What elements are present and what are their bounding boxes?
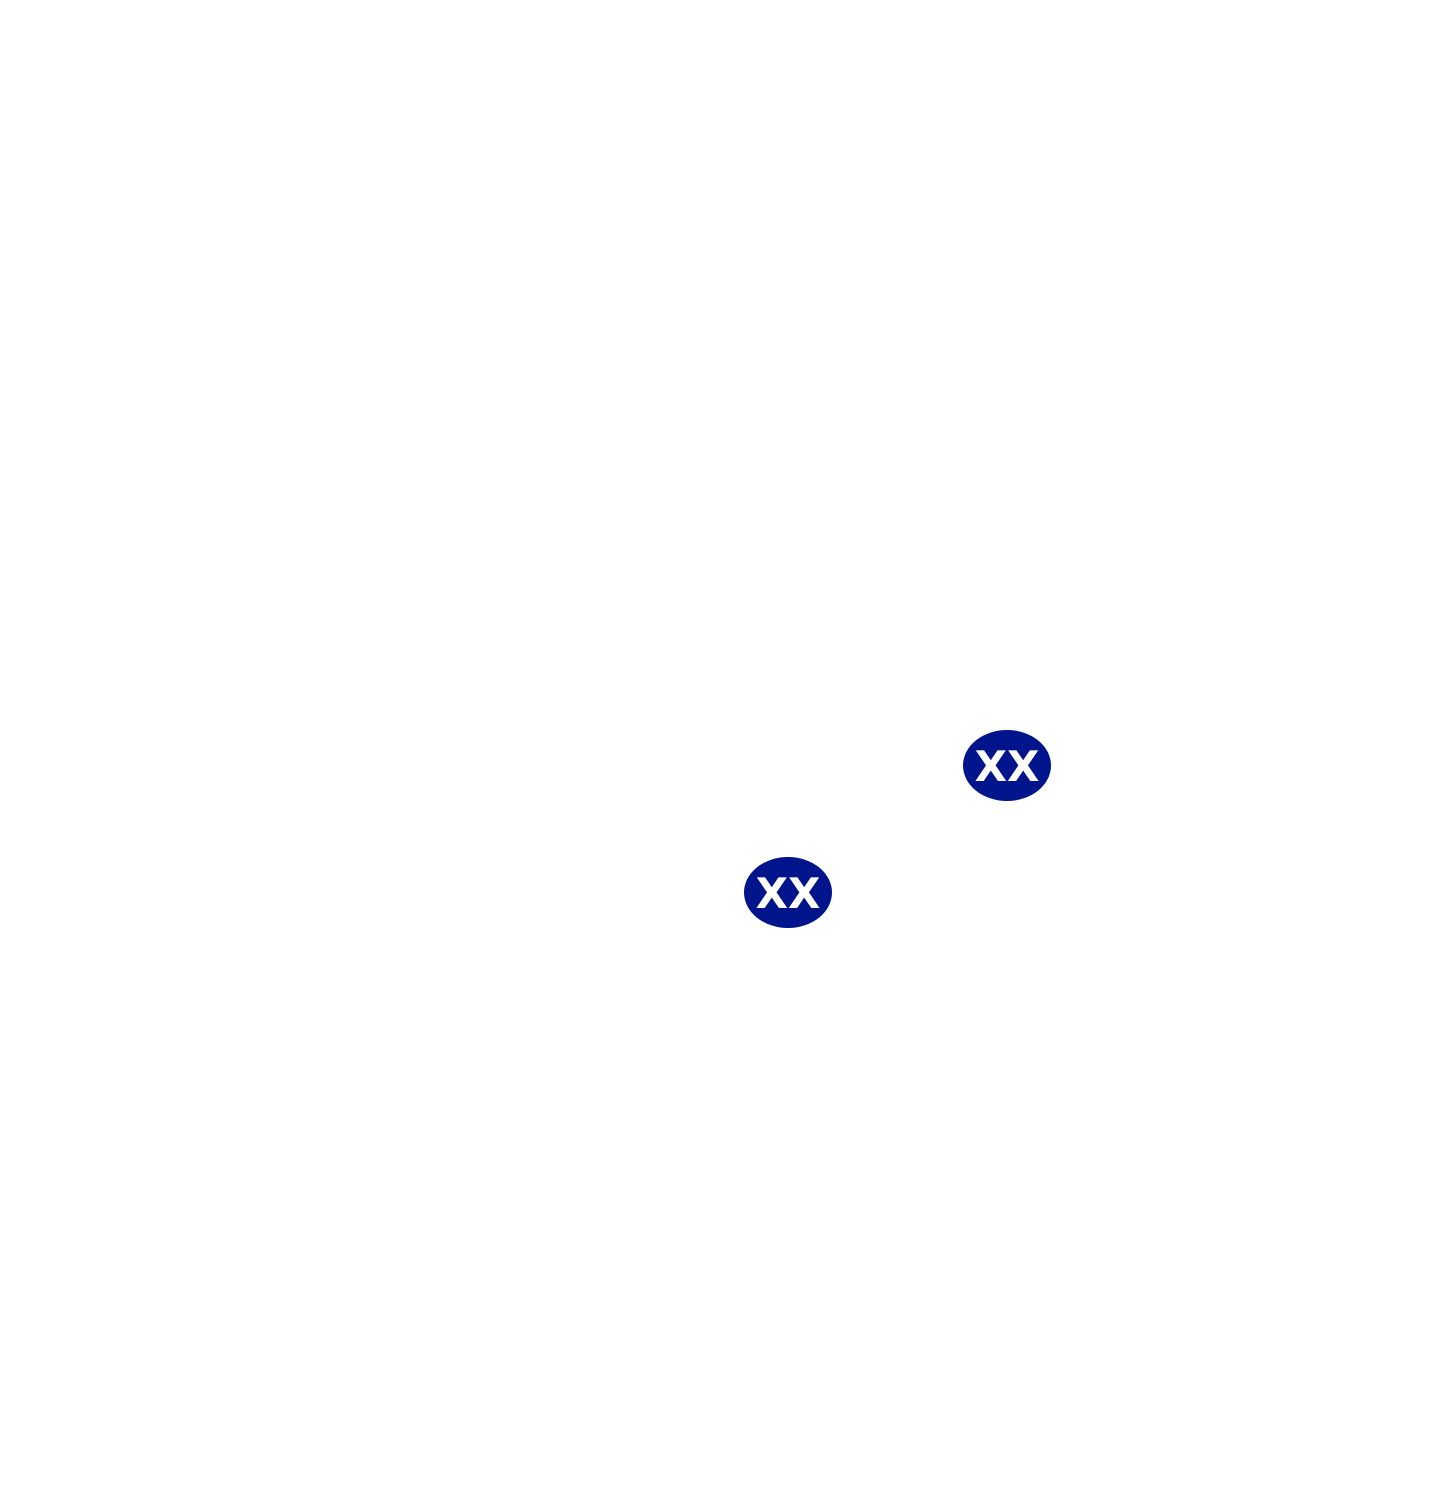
xx-badge-upper-right[interactable]: XX bbox=[963, 730, 1051, 801]
xx-badge-lower-left[interactable]: XX bbox=[744, 857, 832, 928]
